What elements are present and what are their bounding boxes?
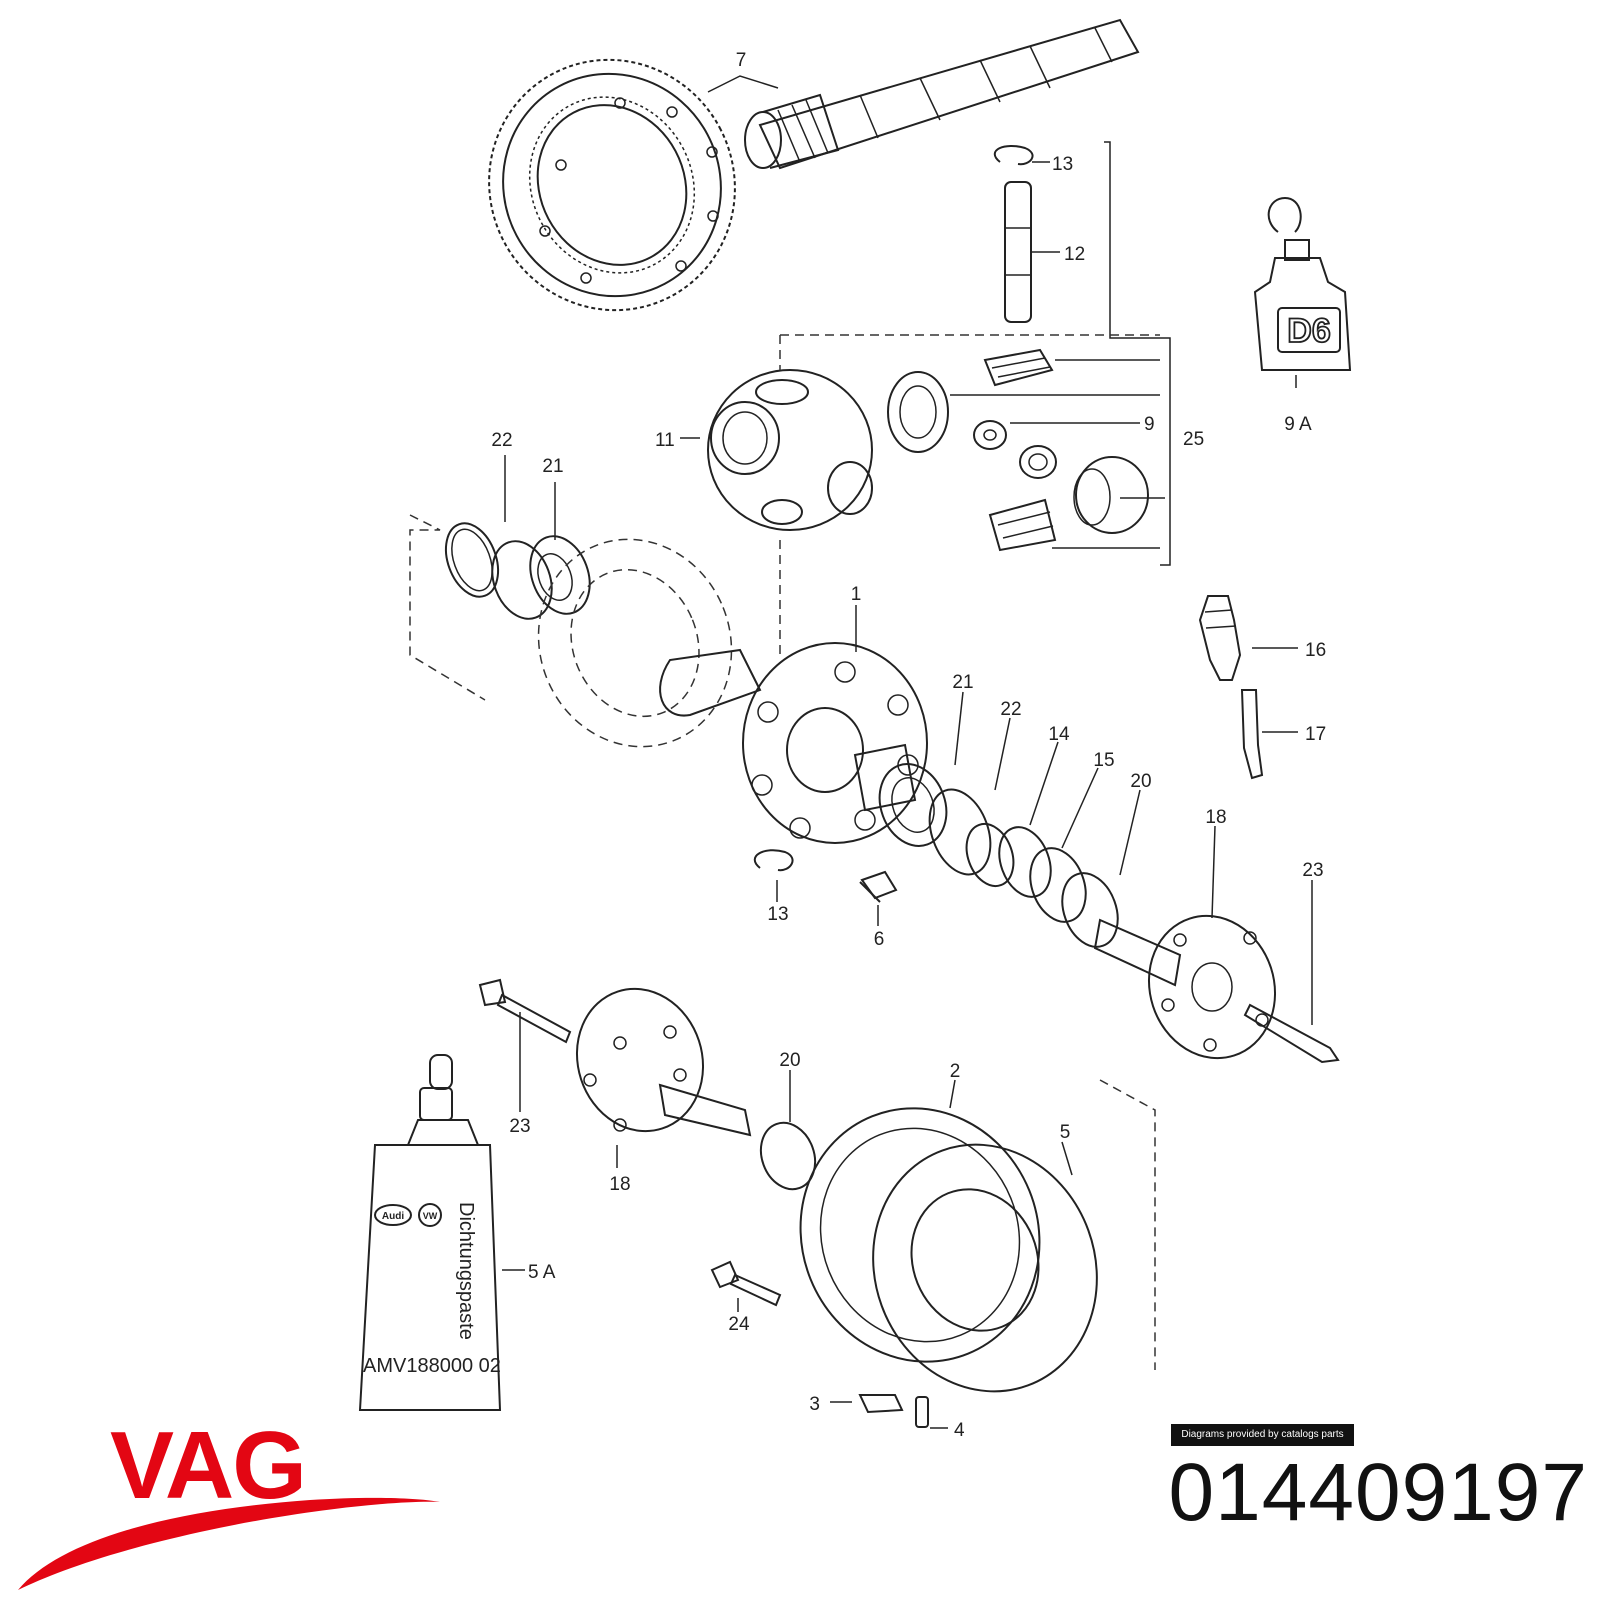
leader-lines bbox=[502, 75, 1313, 1429]
callout-7: 7 bbox=[736, 50, 747, 71]
callout-14: 14 bbox=[1048, 724, 1070, 745]
callout-9a: 9 A bbox=[1284, 414, 1312, 435]
bottle-label: D6 bbox=[1287, 312, 1330, 350]
tube-vw-badge: VW bbox=[423, 1211, 438, 1221]
callout-6: 6 bbox=[874, 929, 885, 950]
sealant-tube: Audi VW Dichtungspaste AMV188000 02 bbox=[358, 1054, 502, 1411]
callout-23-lower: 23 bbox=[509, 1116, 530, 1137]
callout-18-lower: 18 bbox=[609, 1174, 630, 1195]
callout-5a: 5 A bbox=[528, 1262, 556, 1283]
callout-21-right: 21 bbox=[952, 672, 973, 693]
sensor-parts bbox=[1198, 595, 1298, 780]
oil-bottle: D6 bbox=[1253, 196, 1352, 371]
callouts: 7 13 12 9 25 9 A 11 22 21 1 16 17 21 22 … bbox=[491, 50, 1326, 1441]
seal-lower bbox=[759, 1121, 817, 1191]
differential-housing bbox=[659, 642, 928, 903]
callout-20-upper: 20 bbox=[1130, 771, 1151, 792]
callout-25: 25 bbox=[1183, 429, 1204, 450]
logo-swoosh bbox=[18, 1497, 440, 1590]
bolt-lower-left bbox=[478, 978, 572, 1044]
callout-17: 17 bbox=[1305, 724, 1326, 745]
tube-part-code: AMV188000 02 bbox=[363, 1355, 501, 1377]
callout-13-top: 13 bbox=[1052, 154, 1073, 175]
callout-18-upper: 18 bbox=[1205, 807, 1226, 828]
callout-2: 2 bbox=[950, 1061, 961, 1082]
ring-gear-and-pinion bbox=[488, 18, 1140, 312]
callout-22-right: 22 bbox=[1000, 699, 1021, 720]
cover-and-gasket bbox=[710, 1107, 1098, 1428]
ring-gear-ghost bbox=[537, 538, 733, 748]
left-bearing-group bbox=[444, 522, 591, 620]
callout-3: 3 bbox=[809, 1394, 820, 1415]
right-bearing-stack bbox=[878, 763, 1182, 987]
part-number: 014409197 bbox=[1168, 1447, 1588, 1538]
callout-16: 16 bbox=[1305, 640, 1326, 661]
callout-23-upper: 23 bbox=[1302, 860, 1323, 881]
flange-shaft-upper bbox=[1147, 914, 1340, 1064]
callout-13-bottom: 13 bbox=[767, 904, 788, 925]
callout-15: 15 bbox=[1093, 750, 1114, 771]
callout-9: 9 bbox=[1144, 414, 1155, 435]
callout-1: 1 bbox=[851, 584, 862, 605]
callout-24: 24 bbox=[728, 1314, 750, 1335]
callout-20-lower: 20 bbox=[779, 1050, 800, 1071]
flange-shaft-lower bbox=[575, 987, 752, 1137]
assembly-guides bbox=[409, 334, 1160, 1370]
differential-cage bbox=[707, 369, 873, 531]
callout-11: 11 bbox=[655, 430, 675, 451]
logo-wordmark: VAG bbox=[110, 1420, 305, 1519]
callout-4: 4 bbox=[954, 1420, 965, 1441]
callout-12: 12 bbox=[1064, 244, 1085, 265]
callout-21-left: 21 bbox=[542, 456, 563, 477]
tube-vertical-text: Dichtungspaste bbox=[455, 1202, 477, 1340]
tube-audi-badge: Audi bbox=[382, 1211, 404, 1222]
differential-gear-set bbox=[887, 141, 1171, 566]
diagram-credit-badge: Diagrams provided by catalogs parts bbox=[1171, 1424, 1354, 1446]
callout-5: 5 bbox=[1060, 1122, 1071, 1143]
vag-logo: VAG bbox=[18, 1420, 440, 1590]
callout-22-left: 22 bbox=[491, 430, 512, 451]
